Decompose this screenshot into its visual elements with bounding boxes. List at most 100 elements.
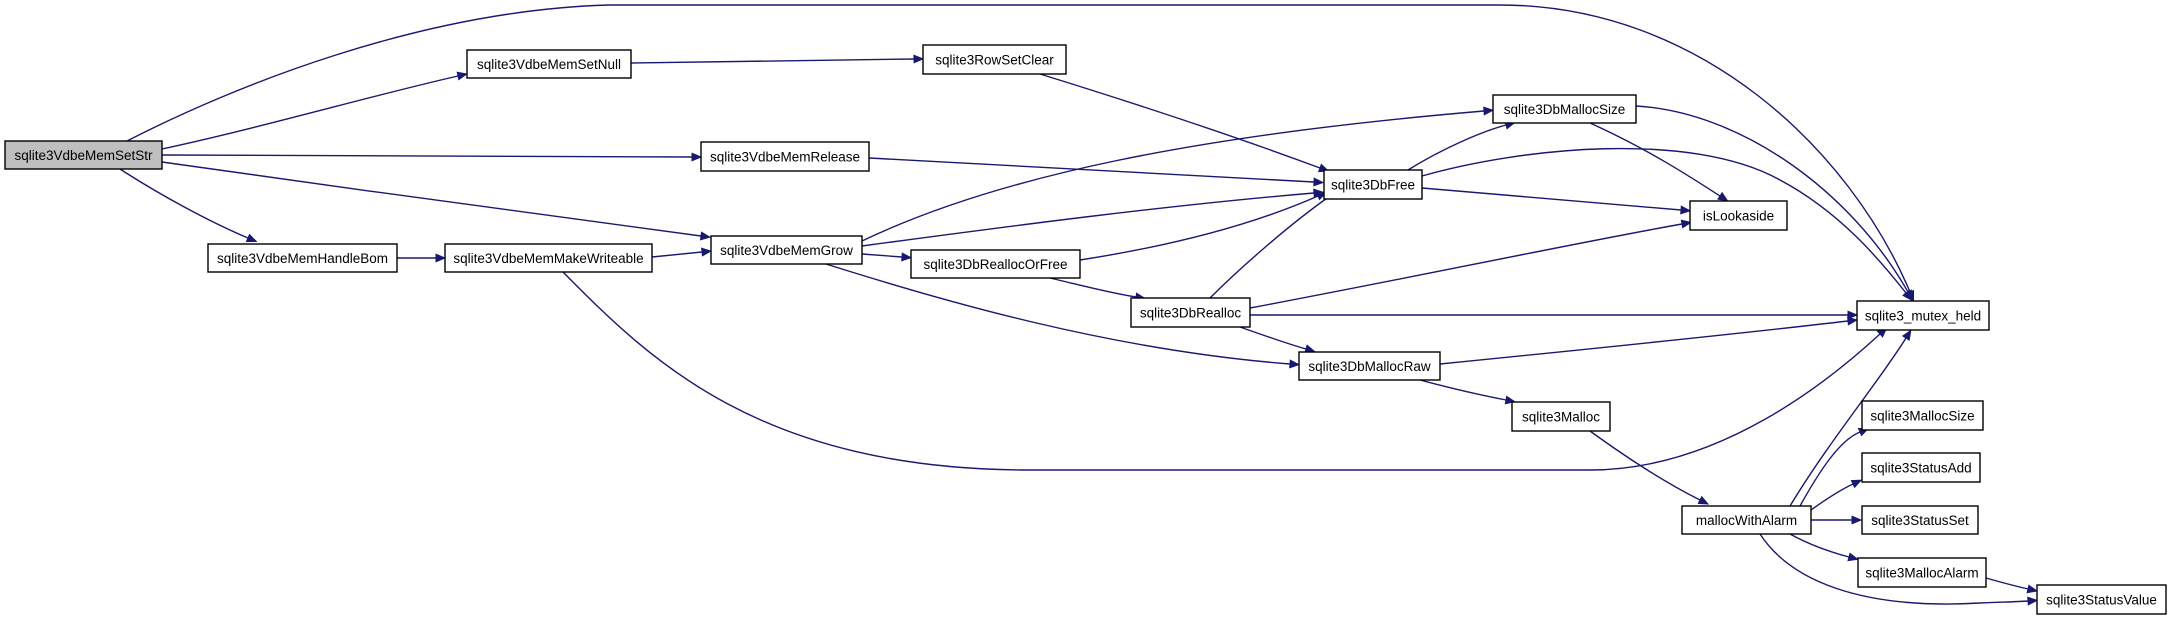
- node-sqlite3-db-malloc-raw[interactable]: sqlite3DbMallocRaw: [1298, 351, 1441, 381]
- edge-sqlite3-vdbe-mem-make-writeable-to-sqlite3-vdbe-mem-grow: [651, 247, 713, 258]
- edges-layer: [119, 4, 2039, 606]
- node-box[interactable]: [710, 235, 863, 265]
- edge-sqlite3-db-malloc-size-to-sqlite3-mutex-held: [1635, 105, 1914, 301]
- node-box[interactable]: [444, 243, 653, 273]
- edge-sqlite3-db-malloc-raw-to-sqlite3-malloc: [1419, 379, 1517, 405]
- edge-sqlite3-vdbe-mem-grow-to-sqlite3-db-realloc-or-free: [861, 252, 913, 262]
- edge-sqlite3-db-free-to-sqlite3-mutex-held: [1421, 147, 1913, 302]
- edge-line: [630, 58, 915, 64]
- edge-sqlite3-vdbe-mem-set-str-to-sqlite3-vdbe-mem-release: [161, 152, 703, 162]
- node-label: sqlite3MallocSize: [1870, 409, 1974, 424]
- edge-line: [868, 157, 1315, 183]
- edge-arrowhead: [1697, 495, 1710, 505]
- node-sqlite3-vdbe-mem-grow[interactable]: sqlite3VdbeMemGrow: [710, 235, 863, 265]
- node-box[interactable]: [1861, 452, 1981, 483]
- node-sqlite3-malloc-alarm[interactable]: sqlite3MallocAlarm: [1857, 557, 1987, 588]
- node-label: sqlite3VdbeMemHandleBom: [217, 251, 388, 266]
- node-box[interactable]: [1856, 300, 1990, 331]
- node-sqlite3-malloc[interactable]: sqlite3Malloc: [1511, 401, 1611, 432]
- node-box[interactable]: [466, 49, 632, 79]
- node-sqlite3-vdbe-mem-set-null[interactable]: sqlite3VdbeMemSetNull: [466, 49, 632, 79]
- node-label: sqlite3DbMallocSize: [1504, 102, 1626, 117]
- node-box[interactable]: [2036, 584, 2167, 615]
- node-sqlite3-db-realloc[interactable]: sqlite3DbRealloc: [1130, 297, 1251, 328]
- edge-line: [1985, 577, 2029, 590]
- edge-malloc-with-alarm-to-sqlite3-status-value: [1759, 533, 2039, 606]
- edge-line: [1759, 533, 2029, 605]
- edge-line: [1079, 195, 1319, 261]
- edge-line: [1439, 320, 1849, 365]
- edge-arrowhead: [1483, 106, 1495, 116]
- node-malloc-with-alarm[interactable]: mallocWithAlarm: [1681, 505, 1812, 535]
- edge-arrowhead: [913, 54, 925, 64]
- edge-line: [126, 4, 1911, 293]
- edge-sqlite3-malloc-alarm-to-sqlite3-status-value: [1985, 577, 2039, 594]
- node-label: sqlite3DbFree: [1331, 178, 1415, 193]
- node-sqlite3-db-malloc-size[interactable]: sqlite3DbMallocSize: [1492, 94, 1637, 124]
- node-sqlite3-mutex-held[interactable]: sqlite3_mutex_held: [1856, 300, 1990, 331]
- node-box[interactable]: [1861, 400, 1984, 431]
- node-box[interactable]: [1689, 200, 1788, 231]
- node-label: mallocWithAlarm: [1696, 513, 1797, 528]
- edge-line: [1209, 195, 1331, 299]
- edge-arrowhead: [691, 152, 703, 162]
- edge-arrowhead: [245, 233, 258, 242]
- edge-line: [119, 168, 249, 239]
- node-box[interactable]: [922, 44, 1067, 75]
- node-sqlite3-status-set[interactable]: sqlite3StatusSet: [1861, 505, 1979, 535]
- node-box[interactable]: [1323, 169, 1423, 200]
- node-box[interactable]: [910, 249, 1081, 279]
- edge-arrowhead: [1717, 191, 1729, 202]
- edge-arrowhead: [1313, 177, 1325, 187]
- node-sqlite3-malloc-size[interactable]: sqlite3MallocSize: [1861, 400, 1984, 431]
- edge-line: [825, 263, 1291, 365]
- edge-line: [1239, 326, 1307, 350]
- edge-sqlite3-malloc-to-malloc-with-alarm: [1589, 430, 1710, 505]
- node-box[interactable]: [1861, 505, 1979, 535]
- edge-sqlite3-row-set-clear-to-sqlite3-db-free: [1039, 73, 1330, 173]
- edge-malloc-with-alarm-to-sqlite3-status-set: [1811, 515, 1863, 525]
- node-box[interactable]: [1511, 401, 1611, 432]
- edge-malloc-with-alarm-to-sqlite3-status-add: [1810, 479, 1863, 511]
- edge-line: [1421, 187, 1682, 211]
- node-label: sqlite3RowSetClear: [935, 53, 1054, 68]
- node-sqlite3-vdbe-mem-release[interactable]: sqlite3VdbeMemRelease: [700, 141, 870, 172]
- edge-arrowhead: [1851, 515, 1863, 525]
- node-sqlite3-vdbe-mem-handle-bom[interactable]: sqlite3VdbeMemHandleBom: [207, 243, 398, 273]
- node-sqlite3-row-set-clear[interactable]: sqlite3RowSetClear: [922, 44, 1067, 75]
- edge-line: [1635, 105, 1909, 293]
- node-is-lookaside[interactable]: isLookaside: [1689, 200, 1788, 231]
- node-box[interactable]: [1298, 351, 1441, 381]
- edge-sqlite3-vdbe-mem-set-str-to-sqlite3-vdbe-mem-set-null: [161, 71, 469, 150]
- edge-sqlite3-db-realloc-to-sqlite3-db-malloc-raw: [1239, 326, 1316, 354]
- node-label: sqlite3DbRealloc: [1140, 306, 1242, 321]
- node-box[interactable]: [1681, 505, 1812, 535]
- node-box[interactable]: [700, 141, 870, 172]
- node-label: sqlite3DbReallocOrFree: [923, 257, 1067, 272]
- node-box[interactable]: [4, 140, 163, 170]
- node-sqlite3-vdbe-mem-set-str[interactable]: sqlite3VdbeMemSetStr: [4, 140, 163, 170]
- edge-sqlite3-db-realloc-to-sqlite3-mutex-held: [1250, 310, 1859, 320]
- node-label: sqlite3VdbeMemGrow: [720, 243, 853, 258]
- node-sqlite3-status-add[interactable]: sqlite3StatusAdd: [1861, 452, 1981, 483]
- edge-sqlite3-vdbe-mem-grow-to-sqlite3-db-malloc-size: [861, 106, 1495, 242]
- node-box[interactable]: [207, 243, 398, 273]
- node-label: sqlite3VdbeMemMakeWriteable: [453, 251, 643, 266]
- edge-arrowhead: [701, 247, 713, 257]
- node-label: sqlite3Malloc: [1522, 410, 1600, 425]
- edge-line: [1419, 379, 1507, 401]
- edge-sqlite3-db-realloc-to-sqlite3-db-free: [1209, 190, 1339, 299]
- edge-sqlite3-db-free-to-is-lookaside: [1421, 187, 1692, 215]
- edge-sqlite3-vdbe-mem-grow-to-sqlite3-db-free: [861, 188, 1325, 247]
- node-box[interactable]: [1130, 297, 1251, 328]
- node-label: isLookaside: [1703, 209, 1774, 224]
- node-box[interactable]: [1857, 557, 1987, 588]
- node-box[interactable]: [1492, 94, 1637, 124]
- edge-sqlite3-db-free-to-sqlite3-db-malloc-size: [1407, 120, 1516, 171]
- edge-line: [1789, 337, 1907, 507]
- node-sqlite3-vdbe-mem-make-writeable[interactable]: sqlite3VdbeMemMakeWriteable: [444, 243, 653, 273]
- edge-sqlite3-db-malloc-size-to-is-lookaside: [1589, 122, 1729, 202]
- node-sqlite3-status-value[interactable]: sqlite3StatusValue: [2036, 584, 2167, 615]
- node-sqlite3-db-free[interactable]: sqlite3DbFree: [1323, 169, 1423, 200]
- node-sqlite3-db-realloc-or-free[interactable]: sqlite3DbReallocOrFree: [910, 249, 1081, 279]
